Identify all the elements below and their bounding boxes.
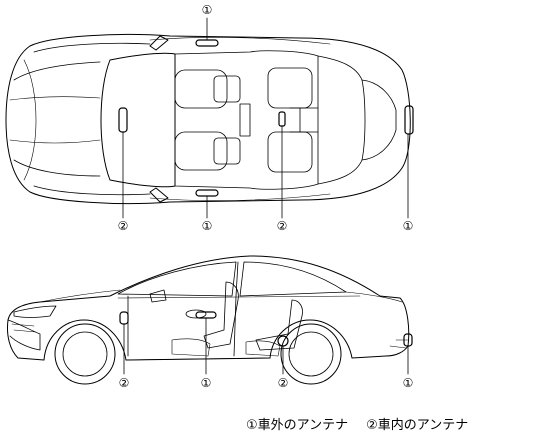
car-top-view: [5, 33, 414, 205]
callout-interior-top-front: ②: [118, 219, 129, 233]
callout-exterior-side-trunk: ①: [403, 376, 414, 390]
callout-interior-top-rear: ②: [277, 219, 288, 233]
top-right-mirror: [149, 187, 169, 203]
front-wheel: [54, 323, 116, 385]
top-interior-antenna-front: [118, 107, 128, 133]
top-body-outline: [5, 33, 411, 205]
side-windows: [117, 261, 347, 297]
side-body-outline: [7, 255, 410, 361]
callout-exterior-top-trunk: ①: [403, 219, 414, 233]
top-left-mirror: [149, 35, 169, 51]
top-exterior-antenna-left: [195, 39, 219, 47]
side-interior-antenna-front: [119, 311, 129, 325]
callout-exterior-side-door: ①: [201, 376, 212, 390]
legend-interior-antenna: ②車内のアンテナ: [366, 418, 469, 433]
top-rear-window: [317, 55, 366, 185]
callout-exterior-top-door: ①: [202, 219, 213, 233]
legend-exterior-antenna: ①車外のアンテナ: [246, 418, 349, 433]
side-mirror: [149, 289, 167, 303]
callout-interior-side-front: ②: [119, 376, 130, 390]
top-cabin: [174, 50, 319, 190]
callouts: ① ② ① ② ① ② ① ② ①: [118, 3, 414, 390]
side-leaders: [123, 317, 409, 375]
antenna-legend: ①車外のアンテナ ②車内のアンテナ: [246, 414, 468, 433]
top-leaders: [122, 17, 409, 219]
top-interior-antenna-rear: [278, 111, 286, 127]
callout-interior-side-rear: ②: [278, 376, 289, 390]
top-windshield: [100, 52, 176, 188]
callout-exterior-top-roof: ①: [202, 3, 213, 17]
top-exterior-antenna-right: [195, 189, 219, 197]
top-exterior-antenna-rear: [404, 105, 414, 135]
rear-wheel: [280, 323, 342, 385]
car-side-view: [7, 255, 413, 385]
